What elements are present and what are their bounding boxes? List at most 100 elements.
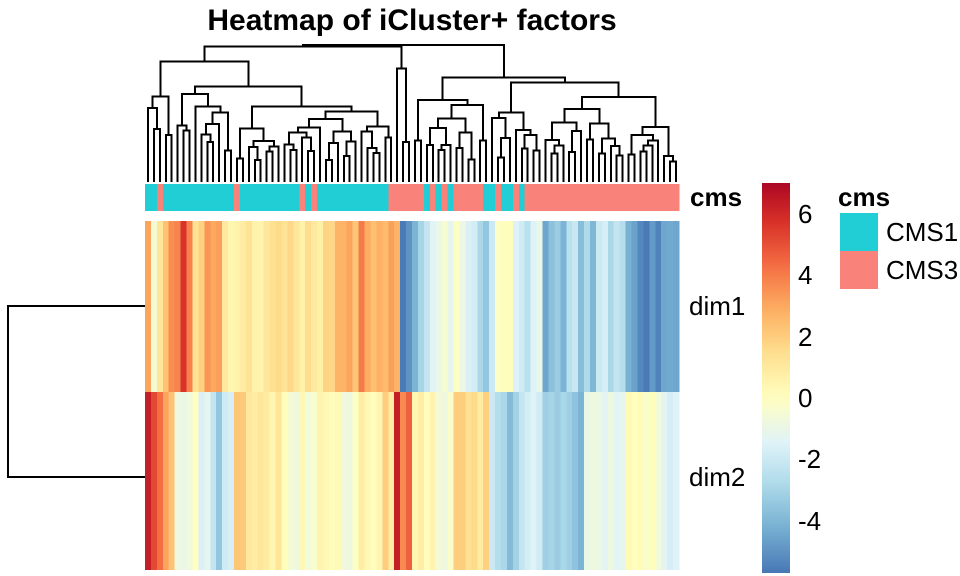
heatmap-cell-dim1 [311,221,318,392]
annotation-cell [251,184,259,211]
heatmap-cell-dim1 [471,221,478,392]
heatmap-cell-dim2 [210,392,217,570]
legend-label-cms3: CMS3 [886,255,959,285]
annotation-cell [210,184,217,211]
heatmap-cell-dim2 [459,392,466,570]
heatmap-cell-dim2 [471,392,478,570]
heatmap-cell-dim1 [198,221,205,392]
annotation-cell [637,184,644,211]
annotation-cell [453,184,461,211]
annotation-cell [631,184,639,211]
heatmap-cell-dim1 [441,221,449,392]
plot-title: Heatmap of iCluster+ factors [207,4,617,37]
heatmap-cell-dim1 [435,221,443,392]
annotation-cell [406,184,413,211]
heatmap-cell-dim2 [506,392,514,570]
heatmap-cell-dim1 [536,221,544,392]
heatmap-cell-dim1 [204,221,211,392]
annotation-cell [572,184,579,211]
heatmap-cell-dim1 [619,221,627,392]
heatmap-cell-dim2 [204,392,211,570]
annotation-cell [370,184,377,211]
heatmap-cell-dim2 [293,392,300,570]
heatmap-cell-dim2 [311,392,318,570]
heatmap-cell-dim1 [524,221,532,392]
heatmap-cell-dim1 [328,221,336,392]
heatmap-cell-dim1 [584,221,591,392]
heatmap-cell-dim2 [323,392,330,570]
annotation-cell [661,184,668,211]
annotation-cell [382,184,389,211]
heatmap-cell-dim1 [483,221,490,392]
annotation-cell [441,184,449,211]
heatmap-cell-dim2 [358,392,366,570]
heatmap-cell-dim2 [417,392,425,570]
annotation-cell [542,184,550,211]
annotation-cell [595,184,603,211]
heatmap-cell-dim2 [174,392,182,570]
annotation-cell [530,184,538,211]
heatmap-cell-dim1 [530,221,538,392]
heatmap-cell-dim2 [222,392,229,570]
heatmap-cell-dim2 [376,392,383,570]
annotation-cell [180,184,188,211]
heatmap-cell-dim1 [364,221,372,392]
annotation-cell [168,184,176,211]
annotation-cell [578,184,585,211]
heatmap-cell-dim1 [412,221,419,392]
annotation-cell [619,184,627,211]
annotation-cell [376,184,383,211]
annotation-cell [518,184,526,211]
heatmap-cell-dim2 [340,392,348,570]
annotation-cell [145,184,152,211]
heatmap-cell-dim1 [489,221,496,392]
annotation-cell [643,184,650,211]
heatmap-cell-dim1 [495,221,502,392]
colorbar-tick-0: 0 [798,383,813,413]
heatmap-cell-dim1 [637,221,644,392]
heatmap-cell-dim2 [595,392,603,570]
heatmap-cell-dim1 [661,221,668,392]
heatmap-cell-dim1 [222,221,229,392]
annotation-cell [649,184,656,211]
heatmap-cell-dim1 [340,221,348,392]
heatmap-cell-dim2 [613,392,621,570]
annotation-cell [323,184,330,211]
heatmap-cell-dim2 [673,392,680,570]
heatmap-cell-dim1 [394,221,401,392]
annotation-cell [263,184,271,211]
heatmap-cell-dim1 [299,221,306,392]
annotation-cell [222,184,229,211]
annotation-cell [299,184,306,211]
heatmap-cell-dim1 [673,221,680,392]
heatmap-cell-dim1 [643,221,650,392]
heatmap-cell-dim2 [263,392,271,570]
annotation-row-label: cms [690,182,743,212]
heatmap-cell-dim1 [453,221,461,392]
heatmap-cell-dim2 [156,392,164,570]
annotation-cell [257,184,265,211]
legend-swatch-cms3 [840,251,878,289]
heatmap-cell-dim2 [251,392,259,570]
heatmap-cell-dim1 [578,221,585,392]
heatmap-cell-dim1 [186,221,194,392]
heatmap-cell-dim1 [667,221,674,392]
annotation-cell [174,184,182,211]
annotation-cell [311,184,318,211]
annotation-cell [495,184,502,211]
heatmap-cell-dim2 [655,392,662,570]
annotation-cell [536,184,544,211]
heatmap-cell-dim1 [400,221,407,392]
annotation-cell [234,184,241,211]
heatmap-cell-dim2 [382,392,389,570]
heatmap-cell-dim2 [501,392,508,570]
heatmap-cell-dim1 [595,221,603,392]
heatmap-cell-dim2 [287,392,294,570]
heatmap-cell-dim2 [607,392,615,570]
annotation-cell [607,184,615,211]
heatmap-cell-dim2 [228,392,235,570]
annotation-cell [204,184,211,211]
annotation-cell [269,184,277,211]
heatmap-cell-dim2 [584,392,591,570]
